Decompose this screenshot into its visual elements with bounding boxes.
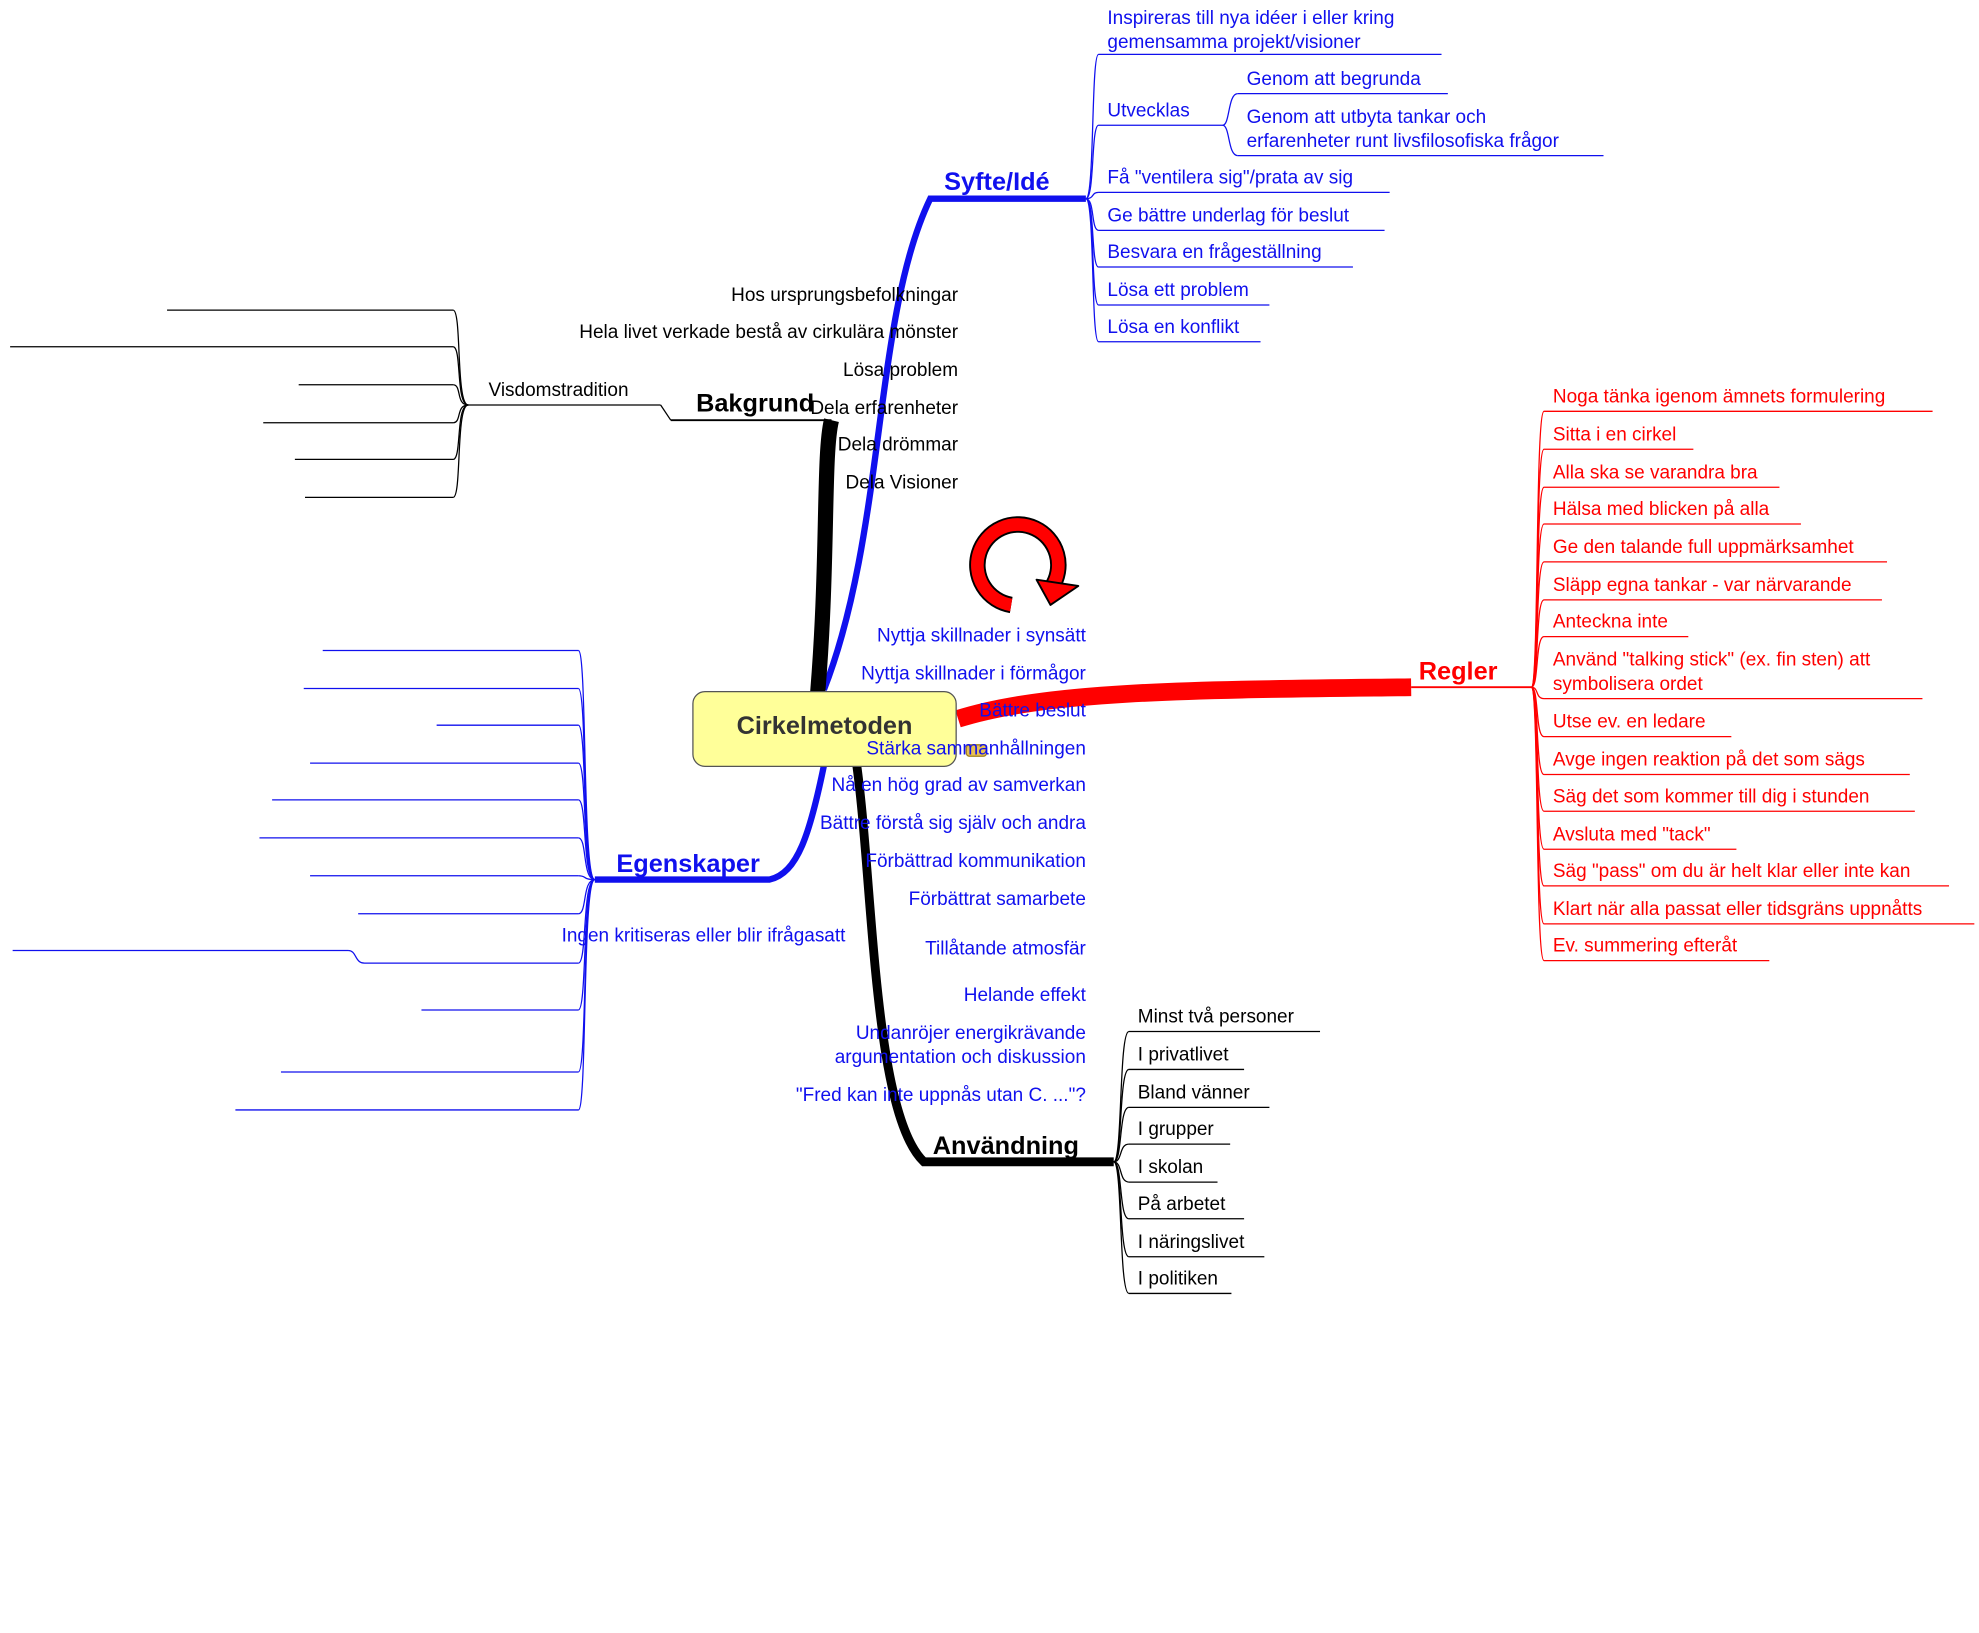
connector [1085,53,1100,200]
egenskaper-item[interactable]: Nå en hög grad av samverkan [831,774,1086,797]
anvandning-item[interactable]: I grupper [1137,1118,1214,1141]
connector [452,384,469,406]
connector [577,799,596,881]
egenskaper-item[interactable]: Förbättrat samarbete [908,888,1086,910]
connector [347,949,365,964]
syfte-item[interactable]: Lösa ett problem [1107,279,1249,302]
branch-regler [955,678,1412,728]
regler-item[interactable]: Alla ska se varandra bra [1552,461,1758,484]
connector [452,346,469,406]
branch-egenskaper [594,758,829,883]
egenskaper-item[interactable]: Helande effekt [963,984,1086,1007]
regler-item[interactable]: Klart när alla passat eller tidsgräns up… [1552,898,1923,921]
syfte-label[interactable]: Syfte/Idé [944,168,1050,197]
branch-bakgrund [808,418,839,710]
branch-syfte [820,195,1086,691]
red-circular-arrow-icon [969,516,1080,614]
regler-item[interactable]: Säg "pass" om du är helt klar eller inte… [1552,860,1911,883]
regler-item[interactable]: Hälsa med blicken på alla [1552,498,1770,521]
regler-item[interactable]: Säg det som kommer till dig i stunden [1552,785,1870,808]
egenskaper-item[interactable]: Bättre förstå sig själv och andra [819,812,1086,835]
visdom-item[interactable]: Dela Visioner [845,472,959,494]
regler-item[interactable]: Avge ingen reaktion på det som sägs [1552,749,1865,771]
connector [1085,124,1100,200]
note-badge-icon[interactable] [965,744,988,757]
visdom-item[interactable]: Dela erfarenheter [810,397,959,419]
regler-item[interactable]: Ge den talande full uppmärksamhet [1552,536,1854,559]
egenskaper-item-line2[interactable]: argumentation och diskussion [834,1046,1086,1069]
egenskaper-label[interactable]: Egenskaper [616,850,760,879]
regler-item[interactable]: Sitta i en cirkel [1552,423,1677,446]
connector [577,878,596,1111]
connector [1530,686,1545,962]
regler-item[interactable]: Utse ev. en ledare [1552,711,1706,733]
visdom-item[interactable]: Hela livet verkade bestå av cirkulära mö… [579,321,959,343]
branch-anvandning [852,765,1114,1167]
anvandning-item[interactable]: I näringslivet [1137,1231,1245,1253]
tillatande-child[interactable]: Ingen kritiseras eller blir ifrågasatt [561,925,846,947]
regler-item-line2[interactable]: symbolisera ordet [1552,673,1703,695]
node-underline [660,404,672,421]
branch-lines [10,53,1975,1295]
syfte-item[interactable]: Ge bättre underlag för beslut [1107,205,1350,227]
syfte-item[interactable]: Lösa en konflikt [1107,316,1240,338]
connector [578,875,595,881]
connector [1113,1106,1130,1163]
anvandning-label[interactable]: Användning [932,1132,1079,1161]
anvandning-item[interactable]: I politiken [1137,1268,1218,1290]
center-node-label: Cirkelmetoden [736,712,913,741]
anvandning-item[interactable]: Bland vänner [1137,1082,1250,1104]
anvandning-item[interactable]: I privatlivet [1137,1044,1229,1066]
egenskaper-item[interactable]: "Fred kan inte uppnås utan C. ..."? [795,1084,1086,1107]
connector [1530,635,1545,688]
connector [452,404,469,499]
visdomstradition-node[interactable]: Visdomstradition [488,379,629,402]
syfte-inspireras-node[interactable]: Inspireras till nya idéer i eller kring [1107,7,1395,30]
egenskaper-item[interactable]: Nyttja skillnader i synsätt [876,625,1086,647]
syfte-utvecklas-node[interactable]: Utvecklas [1107,99,1190,122]
regler-item[interactable]: Anteckna inte [1552,611,1668,633]
anvandning-item[interactable]: På arbetet [1137,1193,1226,1215]
connector [577,724,596,881]
connector [578,837,596,881]
syfte-utvecklas-item[interactable]: Genom att begrunda [1246,68,1421,90]
connector [577,762,596,881]
anvandning-item[interactable]: I skolan [1137,1156,1204,1179]
regler-item[interactable]: Ev. summering efteråt [1552,935,1738,957]
regler-item[interactable]: Släpp egna tankar - var närvarande [1552,574,1852,597]
syfte-item[interactable]: Få "ventilera sig"/prata av sig [1107,167,1354,189]
regler-item[interactable]: Avsluta med "tack" [1552,823,1711,846]
connector [1085,191,1099,200]
egenskaper-item[interactable]: Förbättrad kommunikation [865,850,1086,872]
bakgrund-label[interactable]: Bakgrund [696,389,815,418]
egenskaper-item[interactable]: Tillåtande atmosfär [925,937,1086,960]
connector [1085,198,1100,343]
egenskaper-item[interactable]: Nyttja skillnader i förmågor [861,663,1086,685]
regler-label[interactable]: Regler [1418,658,1498,686]
center-node[interactable] [692,691,957,767]
syfte-item[interactable]: Besvara en frågeställning [1107,241,1322,264]
regler-item[interactable]: Använd "talking stick" (ex. fin sten) at… [1552,649,1871,671]
visdom-item[interactable]: Lösa problem [843,359,959,381]
syfte-utvecklas-item[interactable]: Genom att utbyta tankar och [1246,106,1487,128]
syfte-inspireras-node-line2[interactable]: gemensamma projekt/visioner [1107,31,1361,54]
connector [1222,124,1238,157]
regler-item[interactable]: Noga tänka igenom ämnets formulering [1552,386,1886,408]
connector [1222,93,1238,126]
egenskaper-item[interactable]: Stärka sammanhållningen [866,737,1086,760]
connector [1113,1161,1130,1295]
visdom-item[interactable]: Dela drömmar [837,434,959,456]
syfte-utvecklas-item-line2[interactable]: erfarenheter runt livsfilosofiska frågor [1246,130,1559,152]
connector [452,309,469,406]
anvandning-item[interactable]: Minst två personer [1137,1006,1294,1028]
egenskaper-item[interactable]: Bättre beslut [979,699,1086,722]
visdom-item[interactable]: Hos ursprungsbefolkningar [731,284,959,307]
connector [1113,1143,1130,1163]
egenskaper-item[interactable]: Undanröjer energikrävande [855,1022,1086,1045]
